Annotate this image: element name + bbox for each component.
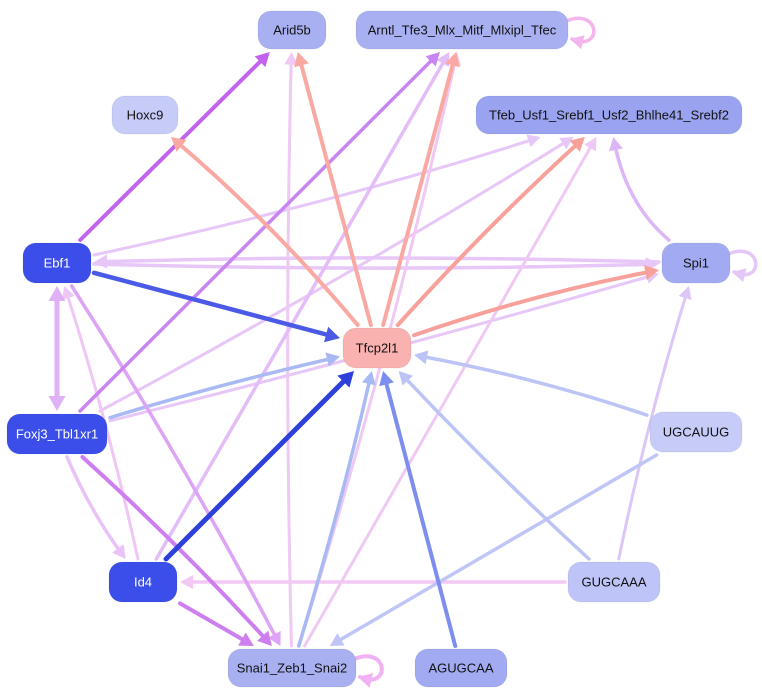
edge-arrowhead xyxy=(94,254,108,269)
edge-gugcaaa-tfcp2l1 xyxy=(401,373,591,561)
edge-arrowhead xyxy=(61,286,75,301)
node-box-spi1[interactable] xyxy=(661,242,731,284)
edge-arrowhead xyxy=(48,286,66,301)
node-box-hoxc9[interactable] xyxy=(111,95,179,135)
node-box-foxj3[interactable] xyxy=(6,413,108,455)
edge-tfcp2l1-arid5b xyxy=(297,55,373,327)
edge-tfcp2l1-spi1 xyxy=(412,269,656,338)
edge-arrowhead xyxy=(337,371,354,388)
node-box-arid5b[interactable] xyxy=(257,10,327,50)
node-box-ugcauug[interactable] xyxy=(649,411,743,453)
edge-arrowhead xyxy=(170,137,187,152)
edge-id4-tfcp2l1 xyxy=(163,372,353,562)
edge-arrowhead xyxy=(254,52,270,68)
edge-arrowhead xyxy=(284,52,298,65)
node-id4[interactable]: Id4 xyxy=(108,561,178,603)
node-box-ebf1[interactable] xyxy=(22,242,92,284)
edge-ebf1-tfcp2l1 xyxy=(91,270,337,339)
node-box-tfeb[interactable] xyxy=(475,95,743,135)
edge-arrowhead xyxy=(584,137,597,152)
node-box-arntl[interactable] xyxy=(355,10,569,50)
node-box-tfcp2l1[interactable] xyxy=(342,327,412,369)
edge-id4-arntl xyxy=(154,55,449,561)
edge-ebf1-tfeb xyxy=(92,137,537,257)
edge-arrowhead xyxy=(569,137,585,152)
edge-arrowhead xyxy=(329,633,345,646)
edge-foxj3-tfcp2l1 xyxy=(108,356,336,420)
edge-snai1-tfeb xyxy=(303,140,595,648)
edge-foxj3-id4 xyxy=(65,455,124,556)
edge-gugcaaa-spi1 xyxy=(617,290,689,561)
node-agugcaa[interactable]: AGUGCAA xyxy=(414,648,508,688)
edge-arrowhead xyxy=(526,134,541,148)
edge-spi1-tfeb xyxy=(612,141,671,242)
node-box-id4[interactable] xyxy=(108,561,178,603)
node-spi1[interactable]: Spi1 xyxy=(661,242,731,284)
node-tfcp2l1[interactable]: Tfcp2l1 xyxy=(342,327,412,369)
node-snai1[interactable]: Snai1_Zeb1_Snai2 xyxy=(227,648,357,688)
node-foxj3[interactable]: Foxj3_Tbl1xr1 xyxy=(6,413,108,455)
edge-spi1-ebf1 xyxy=(98,256,661,264)
edge-arrowhead xyxy=(294,52,309,68)
edge-arrowhead xyxy=(414,350,429,365)
node-tfeb[interactable]: Tfeb_Usf1_Srebf1_Usf2_Bhlhe41_Srebf2 xyxy=(475,95,743,135)
edge-arrowhead xyxy=(398,371,413,386)
edge-arrowhead xyxy=(180,574,194,590)
edge-ugcauug-tfcp2l1 xyxy=(418,354,649,417)
node-box-snai1[interactable] xyxy=(227,648,357,688)
edge-arrowhead xyxy=(324,326,340,343)
edge-arrowhead xyxy=(678,286,692,301)
edge-arrowhead xyxy=(608,137,623,152)
node-ugcauug[interactable]: UGCAUUG xyxy=(649,411,743,453)
edge-ugcauug-snai1 xyxy=(333,453,659,645)
node-arntl[interactable]: Arntl_Tfe3_Mlx_Mitf_Mlxipl_Tfec xyxy=(355,10,569,50)
edge-arrowhead xyxy=(238,632,254,646)
edge-snai1-arid5b xyxy=(286,56,293,648)
edge-arrowhead xyxy=(445,52,460,68)
edge-ebf1-snai1 xyxy=(69,284,280,643)
edge-tfcp2l1-hoxc9 xyxy=(173,138,360,327)
node-hoxc9[interactable]: Hoxc9 xyxy=(111,95,179,135)
edge-arrowhead xyxy=(325,352,340,367)
node-arid5b[interactable]: Arid5b xyxy=(257,10,327,50)
edge-arrowhead xyxy=(559,137,574,150)
edge-ebf1-arid5b xyxy=(78,54,268,242)
edge-tfcp2l1-arntl xyxy=(381,55,457,327)
node-ebf1[interactable]: Ebf1 xyxy=(22,242,92,284)
edge-tfcp2l1-tfeb xyxy=(395,139,583,327)
edge-arrowhead xyxy=(358,672,374,688)
edge-arrowhead xyxy=(112,544,126,559)
node-gugcaaa[interactable]: GUGCAAA xyxy=(567,561,661,603)
edge-agugcaa-tfcp2l1 xyxy=(382,374,458,648)
edge-ebf1-spi1 xyxy=(92,262,655,270)
edge-arrowhead xyxy=(361,371,376,386)
edge-foxj3-tfeb xyxy=(98,138,570,413)
edge-arrowhead xyxy=(732,268,747,283)
node-box-gugcaaa[interactable] xyxy=(567,561,661,603)
node-box-agugcaa[interactable] xyxy=(414,648,508,688)
edge-arrowhead xyxy=(425,52,440,67)
edge-foxj3-arntl xyxy=(78,54,438,413)
edge-arrowhead xyxy=(257,630,272,646)
edge-arrowhead xyxy=(570,35,585,50)
edge-snai1-tfcp2l1 xyxy=(296,375,373,648)
edge-arrowhead xyxy=(48,396,66,411)
edge-arrowhead xyxy=(379,371,394,387)
edge-arrowhead xyxy=(267,630,281,646)
edge-arrowhead xyxy=(644,265,659,281)
